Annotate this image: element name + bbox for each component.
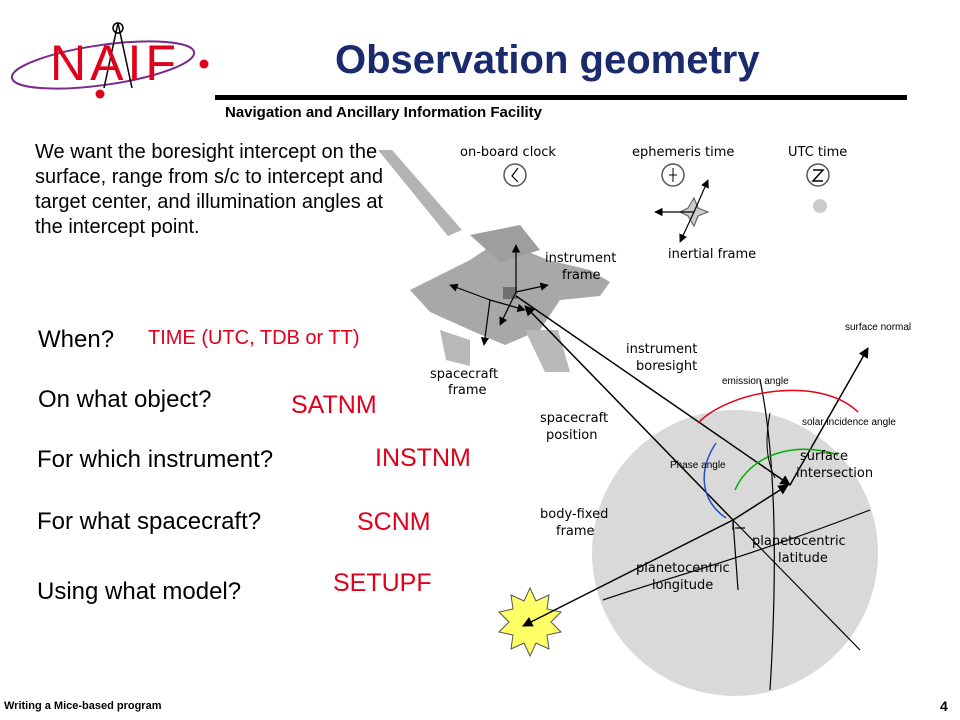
label-sc-position-1: spacecraft: [540, 411, 608, 426]
label-instrument-frame-1: instrument: [545, 251, 616, 266]
label-emission-angle: emission angle: [722, 376, 789, 387]
label-utc-time: UTC time: [788, 145, 847, 160]
question-instrument: For which instrument?: [37, 446, 274, 473]
equator-line: [602, 509, 871, 601]
naif-logo: NAIF: [10, 22, 209, 99]
spacecraft-frame-axes: [449, 283, 526, 346]
label-instrument-frame-2: frame: [562, 268, 601, 283]
question-when: When?: [38, 326, 115, 353]
spacecraft-silhouette: [378, 150, 610, 372]
logo-compass-head: [112, 22, 124, 34]
answer-scnm: SCNM: [357, 508, 431, 536]
logo-dot-bottom: [95, 89, 105, 99]
answer-time: TIME (UTC, TDB or TT): [148, 327, 360, 349]
question-model: Using what model?: [37, 578, 242, 605]
instrument-frame-axes: [499, 244, 549, 326]
logo-compass-leg-left: [103, 22, 119, 89]
utc-clock-icon: [806, 163, 830, 187]
label-surface-normal: surface normal: [845, 322, 911, 333]
answer-instnm: INSTNM: [375, 444, 471, 472]
boresight-vector: [515, 295, 791, 486]
utc-small-icon: [813, 199, 827, 213]
label-body-fixed-1: body-fixed: [540, 507, 608, 522]
label-sc-position-2: position: [546, 428, 598, 443]
footer-text: Writing a Mice-based program: [4, 700, 162, 712]
emission-angle-sub-arc: [766, 412, 776, 479]
emission-angle-arc: [697, 389, 859, 424]
phase-angle-arc: [703, 442, 727, 519]
answer-setupf: SETUPF: [333, 569, 432, 597]
label-boresight-1: instrument: [626, 342, 697, 357]
logo-dot-right: [199, 59, 209, 69]
label-inertial-frame: inertial frame: [668, 247, 756, 262]
page-subtitle: Navigation and Ancillary Information Fac…: [225, 104, 542, 121]
body-fixed-axis: [732, 519, 739, 591]
incidence-angle-arc: [734, 448, 839, 491]
surface-normal-vector: [789, 347, 869, 486]
logo-compass-leg-right: [117, 22, 133, 89]
longitude-axis: [732, 519, 861, 651]
label-ephemeris-time: ephemeris time: [632, 145, 734, 160]
label-boresight-2: boresight: [636, 359, 697, 374]
page-title: Observation geometry: [335, 38, 760, 82]
meridian-line: [759, 379, 775, 691]
label-onboard-clock: on-board clock: [460, 145, 556, 160]
logo-text: NAIF: [50, 35, 180, 91]
ephemeris-clock-icon: [661, 163, 685, 187]
intro-text: We want the boresight intercept on the s…: [35, 141, 383, 238]
label-body-fixed-2: frame: [556, 524, 595, 539]
label-solar-incidence-angle: solar incidence angle: [802, 417, 896, 428]
label-spacecraft-frame-2: frame: [448, 383, 487, 398]
logo-orbit: [10, 40, 196, 90]
sun-direction-vector: [522, 519, 734, 627]
label-longitude-1: planetocentric: [636, 561, 730, 576]
surface-point-vector: [732, 484, 789, 521]
page-number: 4: [940, 698, 948, 714]
onboard-clock-icon: [503, 163, 527, 187]
question-object: On what object?: [38, 386, 212, 413]
question-spacecraft: For what spacecraft?: [37, 508, 262, 535]
title-rule: [215, 95, 907, 100]
inertial-frame-axes: [654, 179, 710, 243]
label-longitude-2: longitude: [652, 578, 713, 593]
answer-satnm: SATNM: [291, 391, 377, 419]
label-phase-angle: Phase angle: [670, 460, 726, 471]
label-latitude-1: planetocentric: [752, 534, 846, 549]
spacecraft-position-vector: [524, 305, 734, 521]
label-surface-1: surface: [800, 449, 848, 464]
label-surface-2: intersection: [796, 466, 873, 481]
label-spacecraft-frame-1: spacecraft: [430, 367, 498, 382]
label-latitude-2: latitude: [778, 551, 828, 566]
